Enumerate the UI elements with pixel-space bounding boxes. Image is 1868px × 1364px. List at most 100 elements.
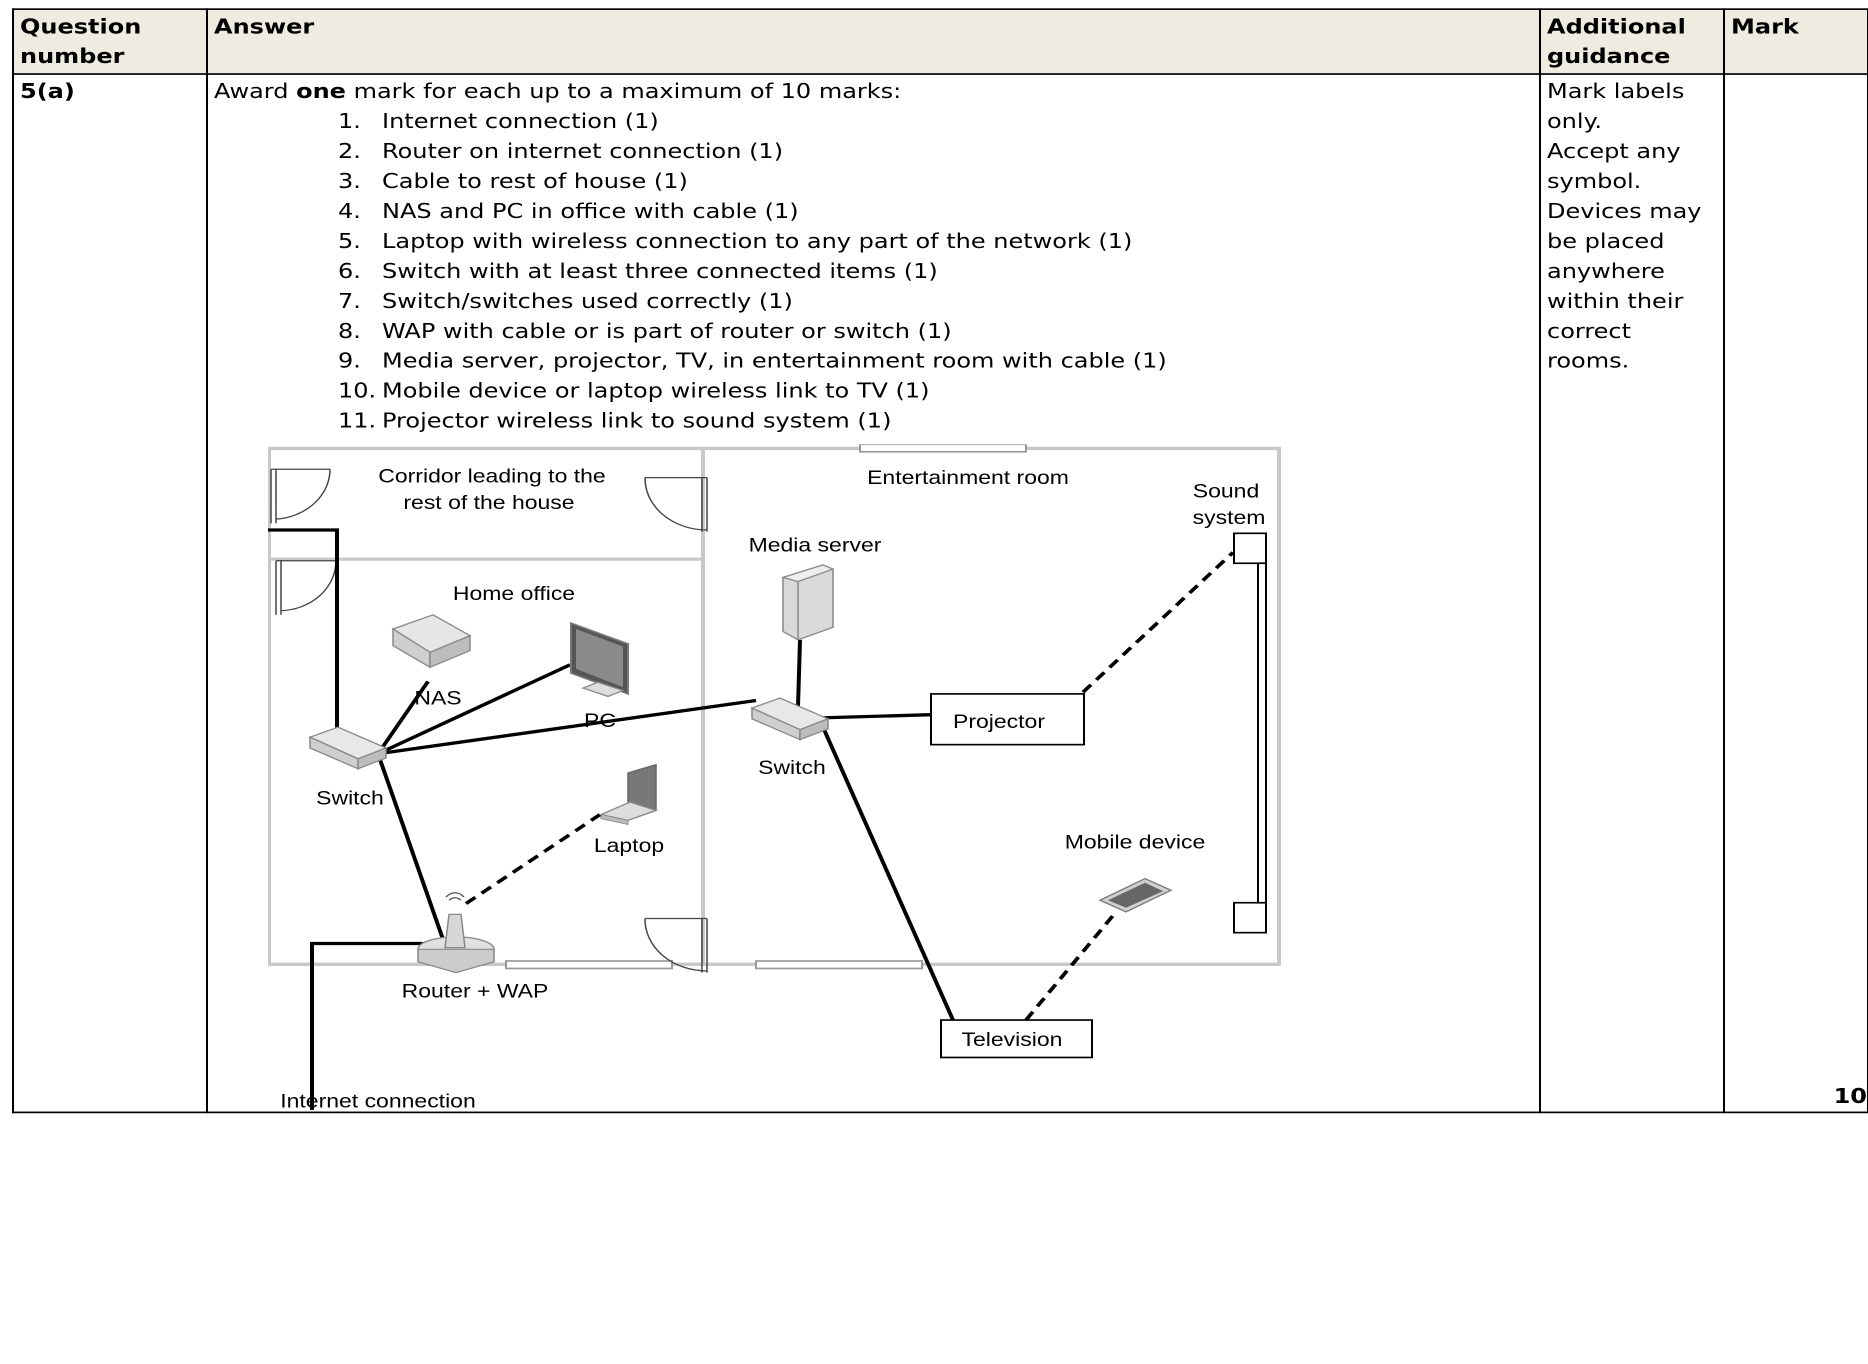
mark-cell: 10 xyxy=(1723,73,1868,1114)
point-number: 7. xyxy=(338,289,361,313)
point-number: 4. xyxy=(338,199,361,223)
header-row: Question number Answer Additional guidan… xyxy=(12,8,1868,75)
mark-value: 10 xyxy=(1833,1084,1867,1109)
television-label: Television xyxy=(962,1030,1063,1051)
guidance-line: rooms. xyxy=(1547,349,1630,373)
network-diagram: Corridor leading to the rest of the hous… xyxy=(268,444,1281,1110)
guidance-line: Accept any xyxy=(1547,139,1681,164)
wireless-links xyxy=(464,551,1235,1021)
speaker-icon xyxy=(1233,901,1267,934)
switch-icon xyxy=(750,697,830,741)
speaker-cable xyxy=(1257,562,1267,904)
switch-icon xyxy=(308,726,388,770)
nas-icon xyxy=(391,614,472,669)
laptop-icon xyxy=(598,763,658,826)
point-text: Switch with at least three connected ite… xyxy=(382,259,938,283)
point-text: Cable to rest of house (1) xyxy=(382,169,688,194)
point-number: 3. xyxy=(338,169,361,194)
list-item: 11.Projector wireless link to sound syst… xyxy=(338,406,1533,436)
point-text: NAS and PC in office with cable (1) xyxy=(382,199,799,223)
corridor-label-line1: Corridor leading to the xyxy=(378,466,605,487)
guidance-line: only. xyxy=(1547,109,1602,134)
router-wap-icon xyxy=(417,892,495,974)
speaker-icon xyxy=(1233,532,1267,565)
window-bottom-left xyxy=(505,960,673,970)
guidance-line: correct xyxy=(1547,319,1632,343)
window-bottom-right xyxy=(755,960,923,970)
intro-bold: one xyxy=(296,79,346,104)
header-answer: Answer xyxy=(206,8,1541,75)
point-number: 6. xyxy=(338,259,361,283)
answer-row: 5(a) Award one mark for each up to a max… xyxy=(12,73,1868,1114)
answer-cell: Award one mark for each up to a maximum … xyxy=(206,73,1541,1114)
point-text: WAP with cable or is part of router or s… xyxy=(382,319,952,343)
list-item: 8. WAP with cable or is part of router or… xyxy=(338,316,1533,346)
projector-box xyxy=(930,693,1085,746)
point-number: 1. xyxy=(338,109,361,134)
intro-after: mark for each up to a maximum of 10 mark… xyxy=(345,79,902,104)
entertainment-room-label: Entertainment room xyxy=(867,468,1069,489)
router-wap-label: Router + WAP xyxy=(402,981,549,1002)
list-item: 10.Mobile device or laptop wireless link… xyxy=(338,376,1533,406)
switch-right-label: Switch xyxy=(758,757,826,778)
guidance-line: Devices may xyxy=(1547,199,1702,223)
list-item: 6. Switch with at least three connected i… xyxy=(338,256,1533,286)
network-cables xyxy=(268,528,955,1110)
list-item: 3. Cable to rest of house (1) xyxy=(338,166,1533,196)
point-text: Switch/switches used correctly (1) xyxy=(382,289,793,313)
intro-before: Award xyxy=(214,79,297,104)
point-number: 2. xyxy=(338,139,361,164)
point-text: Projector wireless link to sound system … xyxy=(382,409,892,433)
pc-label: PC xyxy=(584,711,616,732)
marking-points-list: 1. Internet connection (1) 2. Router on in… xyxy=(338,106,1533,435)
window-top xyxy=(859,444,1027,453)
home-office-label: Home office xyxy=(453,584,575,605)
question-number: 5(a) xyxy=(12,73,208,1114)
door-icon xyxy=(275,560,337,615)
door-icon xyxy=(644,917,708,973)
point-number: 8. xyxy=(338,319,361,343)
point-text: Laptop with wireless connection to any p… xyxy=(382,229,1133,253)
switch-left-label: Switch xyxy=(316,788,384,809)
header-guidance: Additional guidance xyxy=(1539,8,1725,75)
door-icon xyxy=(270,468,331,524)
point-text: Mobile device or laptop wireless link to… xyxy=(382,379,930,403)
pc-monitor-icon xyxy=(570,621,629,698)
point-text: Router on internet connection (1) xyxy=(382,139,784,164)
list-item: 7. Switch/switches used correctly (1) xyxy=(338,286,1533,316)
projector-label: Projector xyxy=(953,712,1045,733)
list-item: 1. Internet connection (1) xyxy=(338,106,1533,136)
list-item: 9. Media server, projector, TV, in entert… xyxy=(338,346,1533,376)
point-text: Internet connection (1) xyxy=(382,109,659,134)
guidance-line: symbol. xyxy=(1547,169,1642,194)
media-server-label: Media server xyxy=(749,535,882,556)
guidance-line: be placed xyxy=(1547,229,1665,253)
list-item: 2. Router on internet connection (1) xyxy=(338,136,1533,166)
mobile-device-icon xyxy=(1098,877,1173,913)
header-mark: Mark xyxy=(1723,8,1868,75)
internet-connection-label: Internet connection xyxy=(280,1091,475,1110)
corridor-label-line2: rest of the house xyxy=(403,493,574,514)
door-icon xyxy=(644,476,708,532)
mobile-device-label: Mobile device xyxy=(1065,832,1206,853)
point-number: 10. xyxy=(338,379,377,403)
list-item: 5. Laptop with wireless connection to any… xyxy=(338,226,1533,256)
page-frame: Question number Answer Additional guidan… xyxy=(12,8,1868,1114)
media-server-icon xyxy=(780,564,835,641)
nas-label: NAS xyxy=(414,688,461,709)
guidance-line: Mark labels xyxy=(1547,79,1685,104)
guidance-line: within their xyxy=(1547,289,1684,313)
point-number: 5. xyxy=(338,229,361,253)
header-question-number: Question number xyxy=(12,8,208,75)
point-number: 9. xyxy=(338,349,361,373)
award-instruction: Award one mark for each up to a maximum … xyxy=(214,77,1533,107)
guidance-line: anywhere xyxy=(1547,259,1665,283)
point-text: Media server, projector, TV, in entertai… xyxy=(382,349,1167,373)
diagram-labels: Corridor leading to the rest of the hous… xyxy=(280,466,1265,1110)
sound-system-label-line2: system xyxy=(1193,508,1266,529)
laptop-label: Laptop xyxy=(594,836,664,857)
list-item: 4. NAS and PC in office with cable (1) xyxy=(338,196,1533,226)
guidance-cell: Mark labels only. Accept any symbol. Dev… xyxy=(1539,73,1725,1114)
point-number: 11. xyxy=(338,409,377,433)
mark-scheme-table: Question number Answer Additional guidan… xyxy=(12,8,1868,1114)
